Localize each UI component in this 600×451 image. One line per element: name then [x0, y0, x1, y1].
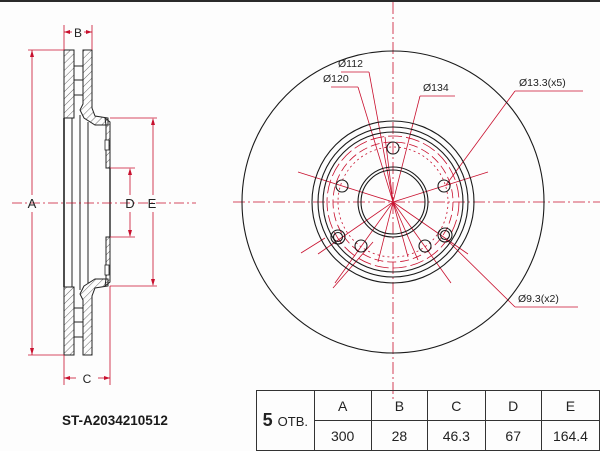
header-d: D: [484, 390, 542, 421]
value-c: 46.3: [427, 420, 486, 451]
value-d: 67: [484, 420, 542, 451]
header-b: B: [370, 390, 429, 421]
dim-label-e: E: [148, 196, 157, 211]
spec-value-row: 300 28 46.3 67 164.4: [257, 420, 600, 451]
header-c: C: [427, 390, 486, 421]
dim-label-b: B: [74, 26, 82, 40]
front-view: Ø120 Ø112 Ø134 Ø13.3(x5) Ø9.3(x2): [233, 2, 600, 402]
holes-unit: ОТВ.: [277, 414, 308, 429]
callout-bolt-holes: Ø13.3(x5): [519, 77, 566, 89]
callout-d112: Ø112: [338, 58, 363, 70]
dim-label-a: A: [28, 196, 37, 211]
holes-count: 5: [262, 410, 273, 430]
header-a: A: [313, 390, 372, 421]
spec-table: 5 ОТВ. A B C D E 300 28 46.3 67 164.4: [256, 390, 600, 451]
dim-label-c: C: [83, 372, 92, 386]
callout-d134: Ø134: [423, 82, 449, 94]
value-a: 300: [313, 420, 372, 451]
value-e: 164.4: [540, 420, 600, 451]
top-border: [0, 0, 600, 2]
header-e: E: [540, 390, 600, 421]
side-view: B A D E C: [12, 25, 196, 386]
holes-count-cell: 5 ОТВ.: [256, 390, 315, 451]
dim-label-d: D: [125, 196, 134, 211]
part-number: ST-A2034210512: [62, 413, 168, 428]
callout-d120: Ø120: [323, 73, 349, 85]
callout-small-holes: Ø9.3(x2): [518, 293, 559, 305]
spec-header-row: 5 ОТВ. A B C D E: [256, 390, 600, 451]
value-b: 28: [370, 420, 429, 451]
